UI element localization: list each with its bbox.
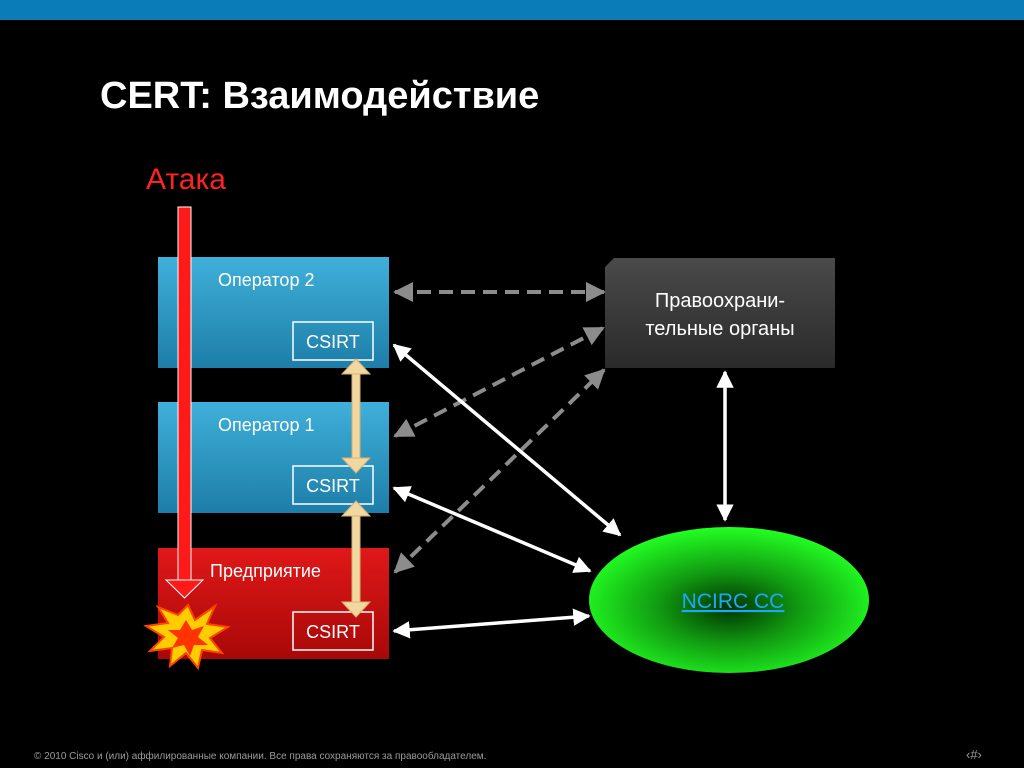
csirt-link-lower [340,500,372,618]
ncirc-ellipse [589,527,869,673]
csirt-link-upper [340,358,372,474]
law-enforcement-line2: тельные органы [645,318,794,340]
operator1-label: Оператор 1 [218,415,314,435]
top-accent-bar [0,0,1024,20]
operator2-node: Оператор 2 CSIRT [158,257,389,368]
law-enforcement-node: Правоохрани- тельные органы [605,258,835,368]
operator2-csirt-box [292,321,374,361]
arrow-operator2-ncirc [392,343,622,537]
page-number: ‹#› [966,747,982,762]
slide-title: CERT: Взаимодействие [100,75,540,117]
attack-label: Атака [146,163,226,196]
arrow-enterprise-ncirc [392,608,591,639]
explosion-core [168,620,208,656]
operator2-label: Оператор 2 [218,270,314,290]
law-enforcement-box [605,258,835,368]
dashed-arrow-enterprise-law [393,368,606,574]
arrow-operator1-ncirc [392,486,592,573]
operator1-csirt-label: CSIRT [306,476,360,496]
copyright-footer: © 2010 Cisco и (или) аффилированные комп… [34,751,487,762]
ncirc-label: NCIRC CC [682,590,785,613]
operator2-box [158,257,389,368]
enterprise-label: Предприятие [210,561,321,581]
operator2-csirt-label: CSIRT [306,332,360,352]
enterprise-csirt-box [292,611,374,651]
attack-arrow [164,206,205,599]
operator1-csirt-box [292,465,374,505]
enterprise-csirt-label: CSIRT [306,622,360,642]
dashed-arrow-operator1-law [393,326,605,438]
ncirc-node: NCIRC CC [589,527,869,673]
law-enforcement-line1: Правоохрани- [655,290,785,312]
